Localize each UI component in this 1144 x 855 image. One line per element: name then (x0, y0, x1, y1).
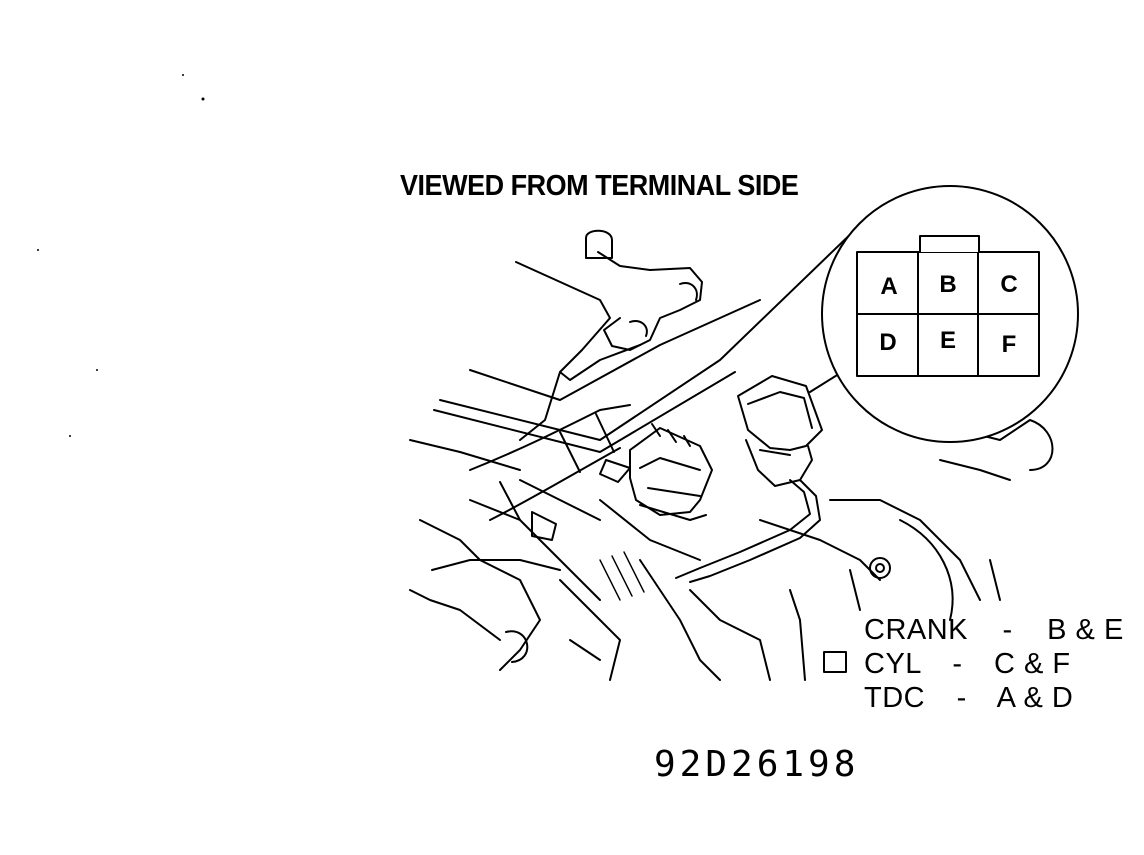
legend-dash: - (1002, 614, 1013, 646)
pin-b-label: B (939, 271, 957, 298)
legend-crank-signal: CRANK (864, 614, 969, 646)
legend-cyl-pins: C & F (993, 648, 1071, 680)
pin-d-label: D (879, 329, 897, 356)
legend-cyl-signal: CYL (864, 648, 921, 680)
pin-f-label: F (1001, 331, 1017, 358)
pin-c-label: C (1000, 271, 1018, 298)
legend-crank-pins: B & E (1047, 614, 1124, 646)
figure-code: 92D26198 (654, 744, 860, 785)
legend-tdc-signal: TDC (864, 682, 926, 714)
legend-cyl: CYL - C & F (864, 648, 1071, 681)
view-heading: VIEWED FROM TERMINAL SIDE (400, 170, 799, 202)
pin-a-label: A (880, 273, 898, 300)
legend-tdc-pins: A & D (996, 682, 1074, 714)
legend-dash: - (956, 682, 967, 714)
legend-crank: CRANK - B & E (864, 614, 1124, 647)
pin-e-label: E (939, 327, 956, 354)
legend-dash: - (952, 648, 963, 680)
legend-tdc: TDC - A & D (864, 682, 1073, 715)
